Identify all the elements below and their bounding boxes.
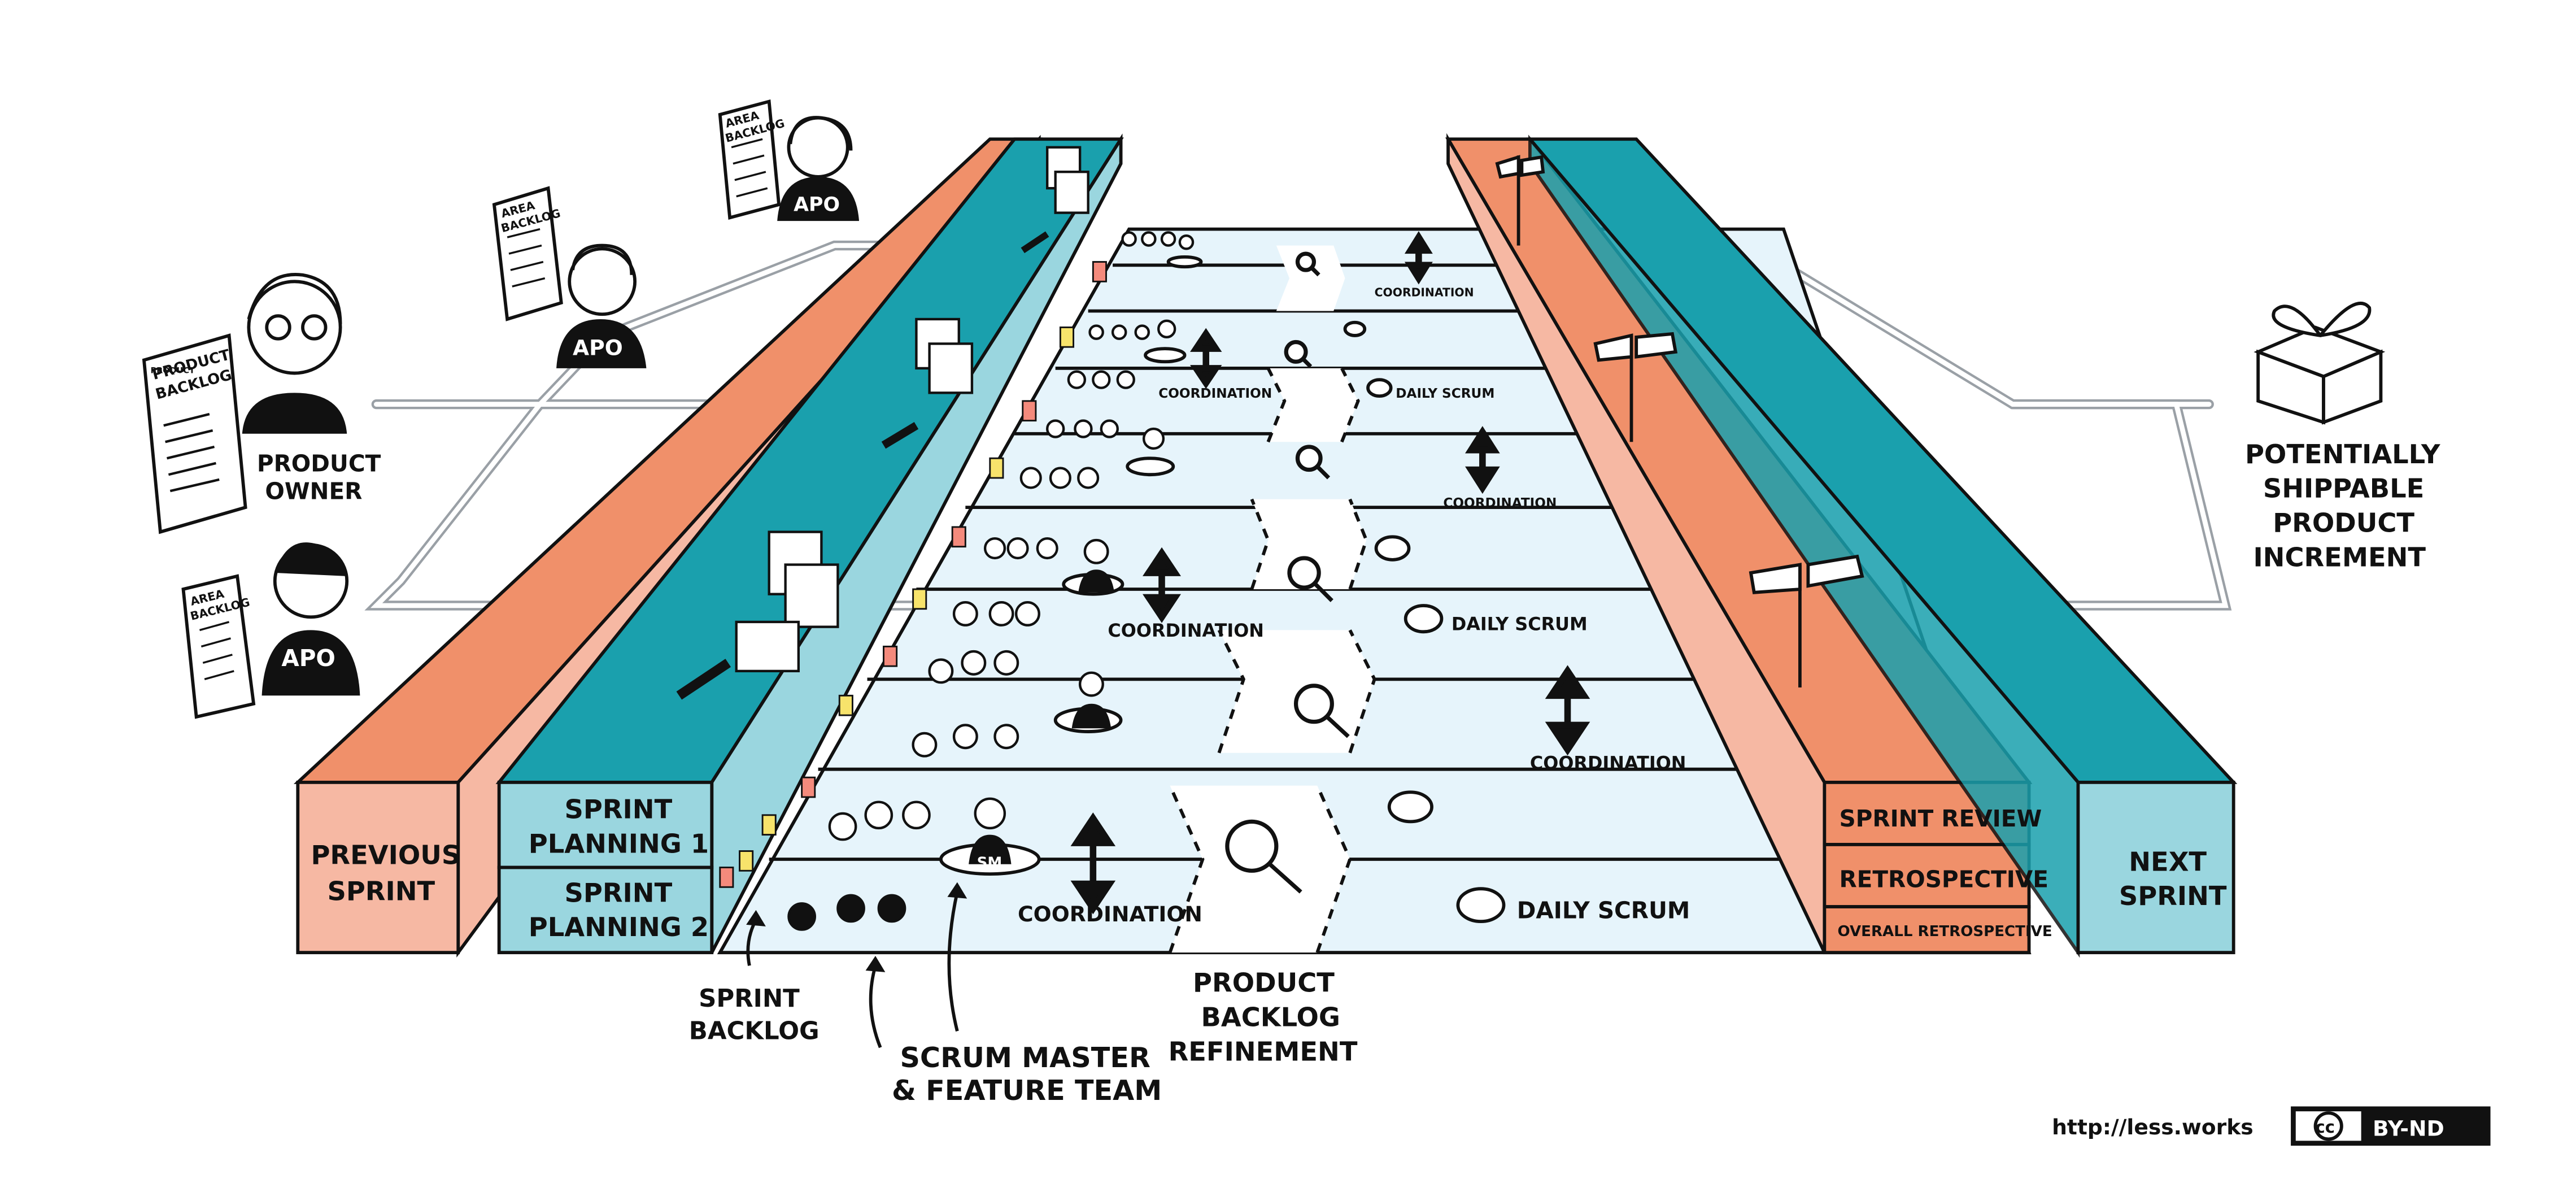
apo-avatar-top	[718, 99, 860, 221]
sprint-backlog-label-1: SPRINT	[699, 985, 800, 1013]
scrum-master-bodies	[969, 569, 1114, 864]
coordination-label-lane-3: COORDINATION	[1108, 620, 1264, 641]
sm-badge-lane-1: SM	[977, 855, 1002, 872]
daily-scrum-label-lane-5: DAILY SCRUM	[1396, 386, 1494, 401]
product-backlog-doc-line1: PRODUCT	[151, 367, 195, 376]
apo-avatar-left	[181, 542, 360, 719]
sprint-planning-2-label-2: PLANNING 2	[529, 912, 709, 942]
increment-line-1: POTENTIALLY	[2245, 439, 2441, 469]
magnifier-icons	[1225, 251, 1350, 894]
coordination-label-lane-6: COORDINATION	[1375, 285, 1474, 299]
previous-sprint-label-1: PREVIOUS	[311, 840, 460, 871]
daily-scrum-label-lane-3: DAILY SCRUM	[1452, 613, 1588, 634]
callout-arrowheads	[746, 882, 967, 972]
coordination-label-lane-4: COORDINATION	[1443, 495, 1557, 511]
increment-line-2: SHIPPABLE	[2263, 473, 2424, 504]
increment-line-3: PRODUCT	[2273, 508, 2414, 538]
gift-box-icon	[2254, 301, 2386, 425]
sprint-planning-block	[495, 133, 1124, 955]
sprint-backlog-label-2: BACKLOG	[689, 1017, 820, 1046]
pbr-label-1: PRODUCT	[1193, 968, 1335, 998]
previous-sprint-label-2: SPRINT	[327, 876, 435, 906]
scrum-master-feature-team-label-1: SCRUM MASTER	[900, 1041, 1150, 1074]
apo-badge-middle: APO	[573, 336, 623, 360]
sprint-planning-2-label-1: SPRINT	[565, 877, 673, 908]
license-badge	[2291, 1106, 2491, 1146]
daily-scrum-label-lane-1: DAILY SCRUM	[1517, 897, 1690, 924]
coordination-label-lane-5: COORDINATION	[1158, 386, 1272, 401]
sprint-planning-1-label-1: SPRINT	[565, 794, 673, 825]
sprint-planning-1-label-2: PLANNING 1	[529, 828, 709, 859]
next-sprint-label-2: SPRINT	[2119, 881, 2227, 911]
sprint-backlog-stickies	[719, 261, 1107, 888]
product-owner-label-2: OWNER	[265, 478, 362, 505]
coordination-arrows	[1070, 231, 1590, 915]
pbr-label-2: BACKLOG	[1201, 1002, 1340, 1033]
pbr-label-3: REFINEMENT	[1169, 1036, 1358, 1067]
license-cc: cc	[2316, 1117, 2335, 1137]
speech-bubble-icons	[1343, 320, 1506, 924]
planning-notes	[676, 146, 1089, 700]
retrospective-label: RETROSPECTIVE	[1839, 865, 2048, 893]
apo-badge-left: APO	[281, 645, 335, 672]
apo-badge-top: APO	[794, 194, 840, 216]
product-owner-label-1: PRODUCT	[257, 450, 381, 477]
next-sprint-label-1: NEXT	[2129, 846, 2207, 877]
coordination-label-lane-1: COORDINATION	[1018, 902, 1202, 926]
product-owner-avatar	[242, 273, 347, 434]
license-text: BY-ND	[2373, 1116, 2444, 1141]
scrum-master-feature-team-label-2: & FEATURE TEAM	[892, 1074, 1162, 1107]
apo-avatar-middle	[492, 186, 647, 368]
signpost-icon	[1495, 155, 1864, 688]
overall-retrospective-label: OVERALL RETROSPECTIVE	[1838, 923, 2052, 940]
increment-line-4: INCREMENT	[2253, 542, 2426, 572]
footer-url[interactable]: http://less.works	[2052, 1115, 2254, 1139]
coordination-label-lane-2: COORDINATION	[1530, 752, 1686, 774]
scrum-master-heads	[974, 234, 1195, 830]
sprint-review-label: SPRINT REVIEW	[1839, 805, 2042, 832]
feature-teams	[787, 231, 1176, 931]
